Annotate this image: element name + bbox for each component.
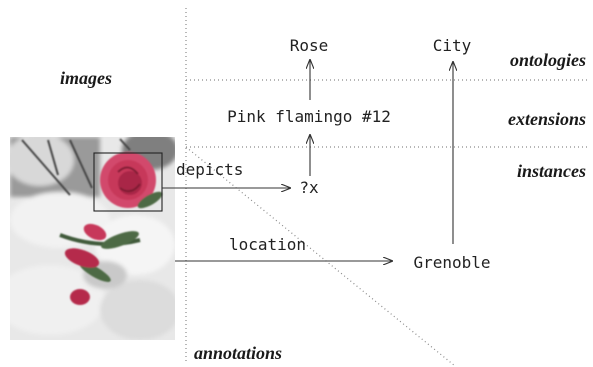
edge-label-depicts: depicts xyxy=(176,160,243,179)
node-city: City xyxy=(433,36,472,55)
layer-label-extensions: extensions xyxy=(508,109,586,129)
rose-region-box xyxy=(93,152,163,212)
layer-label-images: images xyxy=(60,68,112,88)
layer-label-annotations: annotations xyxy=(194,343,282,363)
layer-label-ontologies: ontologies xyxy=(510,50,586,70)
node-variable-x: ?x xyxy=(299,178,319,197)
rose-photo xyxy=(10,137,175,340)
node-pink-flamingo: Pink flamingo #12 xyxy=(227,107,391,126)
node-grenoble: Grenoble xyxy=(413,253,490,272)
edge-label-location: location xyxy=(229,235,306,254)
layer-label-instances: instances xyxy=(517,161,586,181)
node-rose: Rose xyxy=(290,36,329,55)
